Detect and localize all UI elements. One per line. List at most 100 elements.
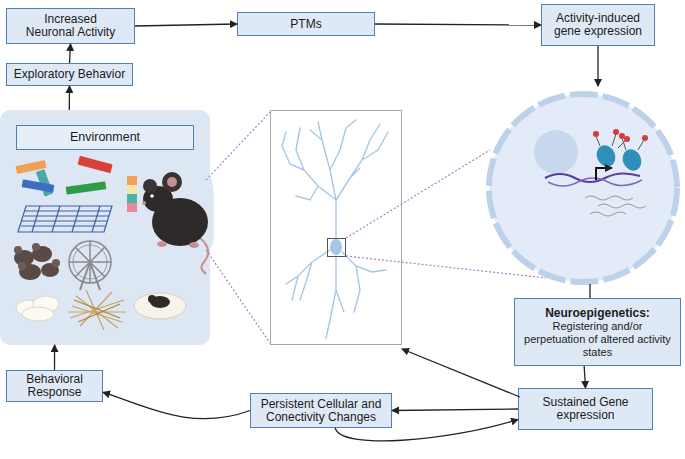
straw-nesting (68, 311, 126, 312)
node-text: Sustained Gene expression (527, 396, 644, 422)
flow-arrows (589, 284, 590, 298)
node-text: Environment (16, 125, 194, 150)
mouse-figure (143, 179, 157, 193)
zoom-guides (346, 256, 546, 278)
climbing-mat (18, 206, 112, 232)
toy-blocks (127, 203, 137, 212)
rna-transcripts (598, 204, 646, 208)
connector-arrow (70, 44, 71, 63)
mouse-group (14, 246, 22, 254)
node-text: Exploratory Behavior (14, 68, 125, 81)
connector-arrow (54, 345, 55, 370)
connector-arrow (335, 420, 518, 441)
straw-nesting (68, 290, 126, 330)
process-box: PTMs (237, 12, 375, 36)
flow-arrows (597, 46, 598, 86)
node-text: Behavioral Response (7, 373, 102, 399)
nucleus (489, 94, 677, 282)
running-wheel (90, 262, 100, 290)
straw-nesting (78, 304, 120, 322)
mouse-figure (142, 172, 208, 274)
node-text: Activity-induced gene expression (546, 12, 650, 38)
running-wheel (69, 241, 111, 290)
zoom-guides (346, 150, 490, 238)
chromatin (596, 168, 612, 180)
chromatin (596, 134, 644, 150)
climbing-mat (32, 206, 40, 232)
process-box: Increased Neuronal Activity (6, 8, 135, 44)
chromatin (642, 135, 648, 141)
neuron-soma (328, 239, 346, 257)
running-wheel (80, 262, 90, 290)
connector-arrow (584, 366, 585, 388)
node-text: PTMs (290, 18, 321, 31)
mouse-group (32, 243, 40, 251)
chromatin (545, 129, 648, 186)
nucleus (534, 130, 578, 174)
neuron-dendrites (282, 120, 388, 338)
toy-blocks (127, 194, 137, 203)
mouse-figure (189, 242, 199, 248)
node-text: Neuroepigenetics: (545, 306, 650, 320)
node-text: Persistent Cellular and Conectivity Chan… (257, 398, 385, 424)
mouse-group (14, 243, 60, 280)
rna-transcripts (585, 196, 646, 216)
process-box: Exploratory Behavior (6, 63, 133, 86)
connector-arrow (69, 86, 70, 110)
nest (134, 293, 186, 319)
toy-blocks (78, 156, 113, 173)
bedding (16, 296, 59, 321)
straw-nesting (86, 290, 104, 330)
toy-blocks (127, 176, 137, 185)
toy-blocks (127, 185, 137, 194)
chromatin (619, 146, 645, 174)
connector-arrow (375, 24, 541, 25)
straw-nesting (74, 300, 120, 318)
connector-arrow (392, 409, 518, 411)
zoom-guides (206, 112, 270, 180)
mouse-figure (150, 194, 154, 198)
toy-blocks (22, 179, 55, 192)
connector-arrow (135, 24, 237, 26)
mouse-figure (200, 238, 208, 274)
climbing-mat (52, 206, 60, 232)
process-box: Behavioral Response (6, 370, 103, 402)
toy-blocks (66, 181, 107, 194)
node-text: Registering and/or perpetuation of alter… (521, 320, 674, 359)
chromatin (624, 136, 630, 142)
mouse-figure (162, 172, 182, 192)
toy-blocks (15, 156, 137, 212)
flow-arrows (402, 46, 598, 397)
neuron-dendrites (286, 250, 386, 338)
nest (148, 295, 156, 303)
nest (134, 293, 186, 319)
mouse-group (18, 262, 26, 270)
mouse-figure (157, 241, 167, 247)
nucleus (489, 94, 677, 282)
neuron-soma (328, 239, 346, 257)
neuron-panel (271, 111, 402, 345)
neuron-soma (330, 239, 342, 255)
epigenetics-box: Neuroepigenetics:Registering and/or perp… (514, 298, 681, 366)
climbing-mat (72, 206, 80, 232)
process-box: Persistent Cellular and Conectivity Chan… (250, 393, 392, 428)
rna-transcripts (590, 212, 626, 216)
mouse-figure (142, 201, 146, 205)
rna-transcripts (585, 196, 633, 200)
chromatin (593, 142, 619, 170)
node-text: Increased Neuronal Activity (21, 13, 120, 39)
climbing-mat (92, 206, 100, 232)
chromatin (619, 133, 625, 139)
process-box: Activity-induced gene expression (541, 4, 655, 46)
connector-arrow (103, 392, 250, 418)
flow-arrows (402, 349, 520, 397)
neuron-dendrites (282, 120, 388, 242)
mouse-figure (167, 177, 177, 187)
mouse-group (52, 259, 60, 267)
chromatin (593, 131, 599, 137)
climbing-mat (18, 206, 112, 232)
process-box: Sustained Gene expression (518, 388, 653, 430)
chromatin (613, 129, 619, 135)
zoom-guides (206, 250, 270, 343)
